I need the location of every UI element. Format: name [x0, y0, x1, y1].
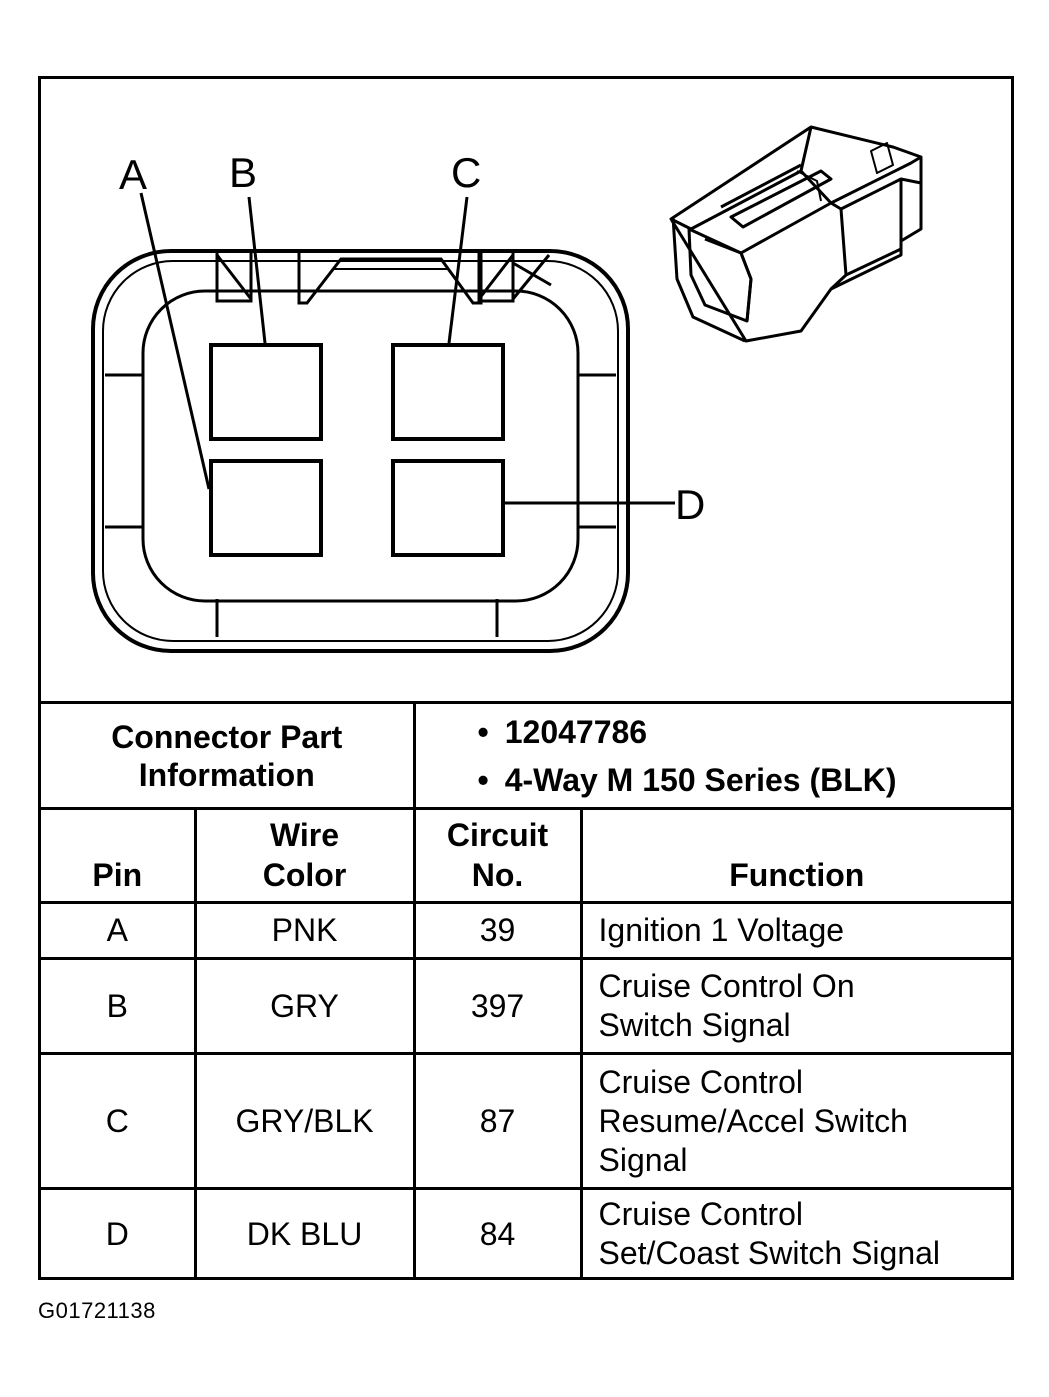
- pin-letter-b: B: [229, 149, 257, 196]
- header-pin-text: Pin: [92, 857, 143, 893]
- pin-cell: A: [41, 901, 197, 960]
- connector-outer-shell: [91, 249, 630, 653]
- terminal-cavity-a: [209, 459, 323, 557]
- part-info-row: Connector Part Information 12047786 4-Wa…: [41, 701, 1012, 810]
- wire-color-cell: PNK: [193, 901, 416, 960]
- wire-color-cell: GRY: [193, 957, 416, 1055]
- pin-letter-a: A: [119, 151, 147, 198]
- pin-cell: D: [41, 1187, 197, 1279]
- header-function-text: Function: [729, 857, 865, 893]
- function-line: Ignition 1 Voltage: [598, 912, 845, 948]
- figure-code: G01721138: [38, 1298, 156, 1323]
- connector-cavity: [141, 289, 580, 603]
- pin-letter-d: D: [675, 481, 705, 528]
- function-cell: Ignition 1 Voltage: [579, 901, 1012, 960]
- function-line: Resume/Accel Switch: [598, 1102, 908, 1139]
- wire-color-cell: GRY/BLK: [193, 1052, 416, 1190]
- part-info-title-line1: Connector Part: [111, 718, 343, 755]
- terminal-cavity-b: [209, 343, 323, 441]
- header-wire-color: Wire Color: [193, 807, 416, 904]
- pin-letter-c: C: [451, 149, 481, 196]
- connector-face-diagram: A B C D: [41, 79, 1011, 701]
- header-function: Function: [579, 807, 1012, 904]
- table-row: B GRY 397 Cruise Control On Switch Signa…: [41, 957, 1012, 1055]
- part-number: 12047786: [478, 708, 1012, 756]
- table-header-row: Pin Wire Color Circuit No. Function: [41, 807, 1012, 904]
- table-row: A PNK 39 Ignition 1 Voltage: [41, 901, 1012, 960]
- function-line: Signal: [598, 1141, 688, 1178]
- function-cell: Cruise Control On Switch Signal: [579, 957, 1012, 1055]
- terminal-cavity-c: [391, 343, 505, 441]
- table-row: C GRY/BLK 87 Cruise Control Resume/Accel…: [41, 1052, 1012, 1190]
- circuit-cell: 87: [412, 1052, 583, 1190]
- pin-info-table: Connector Part Information 12047786 4-Wa…: [41, 701, 1012, 1279]
- circuit-cell: 39: [412, 901, 583, 960]
- function-cell: Cruise Control Set/Coast Switch Signal: [579, 1187, 1012, 1279]
- header-circuit-no: Circuit No.: [412, 807, 583, 904]
- part-info-title-cell: Connector Part Information: [41, 701, 416, 810]
- table-row: D DK BLU 84 Cruise Control Set/Coast Swi…: [41, 1187, 1012, 1279]
- header-pin: Pin: [41, 807, 197, 904]
- pin-cell: C: [41, 1052, 197, 1190]
- connector-figure-frame: A B C D: [38, 76, 1014, 1280]
- function-line: Cruise Control: [598, 1196, 804, 1233]
- terminal-cavity-d: [391, 459, 505, 557]
- header-wire-color-line2: Color: [262, 857, 347, 893]
- part-series: 4-Way M 150 Series (BLK): [478, 756, 1012, 804]
- connector-isometric-illustration: [669, 125, 923, 343]
- function-cell: Cruise Control Resume/Accel Switch Signa…: [579, 1052, 1012, 1190]
- header-circuit-line1: Circuit: [446, 817, 549, 853]
- function-line: Cruise Control: [598, 1063, 804, 1100]
- part-info-title-line2: Information: [138, 756, 315, 793]
- wire-color-cell: DK BLU: [193, 1187, 416, 1279]
- part-info-list: 12047786 4-Way M 150 Series (BLK): [412, 701, 1012, 810]
- header-wire-color-line1: Wire: [269, 817, 340, 853]
- function-line: Switch Signal: [598, 1007, 791, 1043]
- connector-face-drawing: A B C D: [91, 125, 923, 653]
- leader-line-c: [447, 196, 469, 344]
- function-line: Set/Coast Switch Signal: [598, 1235, 941, 1272]
- leader-line-b: [247, 196, 267, 344]
- connector-inner-shell: [102, 260, 619, 642]
- leader-line-a: [139, 192, 211, 490]
- pin-cell: B: [41, 957, 197, 1055]
- circuit-cell: 84: [412, 1187, 583, 1279]
- circuit-cell: 397: [412, 957, 583, 1055]
- header-circuit-line2: No.: [471, 857, 524, 893]
- function-line: Cruise Control On: [598, 968, 855, 1004]
